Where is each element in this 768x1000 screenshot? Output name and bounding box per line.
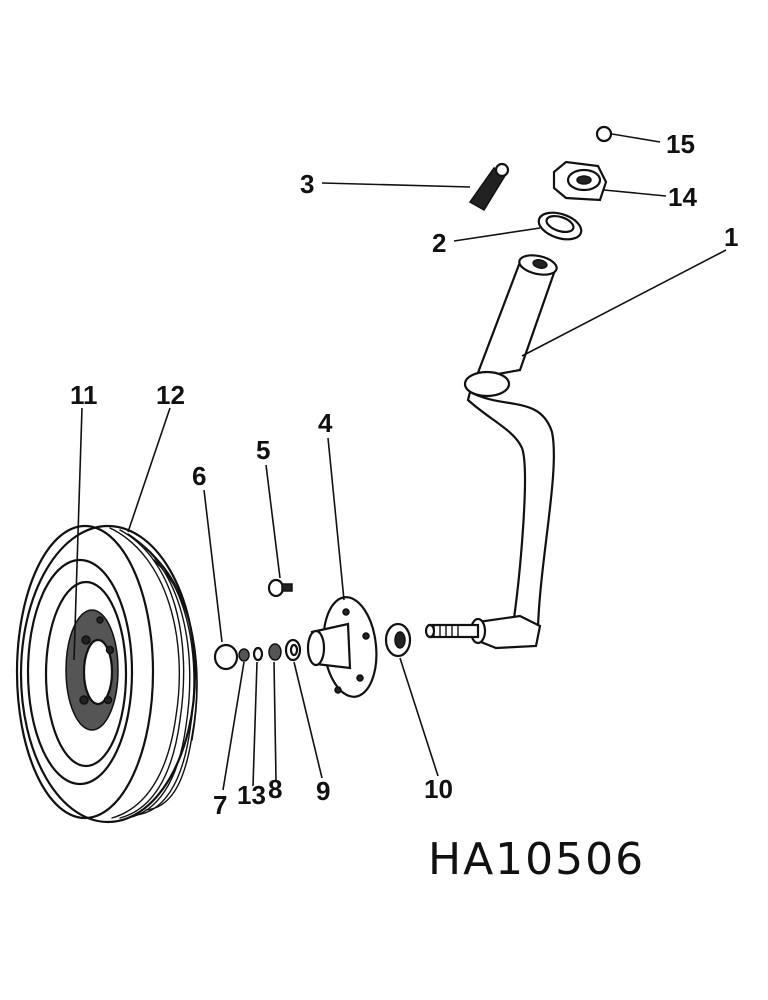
leader-14 xyxy=(603,189,667,197)
callout-15: 15 xyxy=(666,129,695,159)
callout-11: 11 xyxy=(70,380,98,410)
callout-5: 5 xyxy=(256,435,271,465)
wheel-rim-part-11 xyxy=(26,558,134,786)
seal-ring-part-2 xyxy=(537,211,583,241)
leader-5 xyxy=(265,464,281,579)
leader-7 xyxy=(222,661,245,791)
leader-9 xyxy=(293,661,323,779)
leader-3 xyxy=(321,182,471,188)
callout-4: 4 xyxy=(318,408,333,438)
hub-part-4 xyxy=(306,596,378,698)
callout-7: 7 xyxy=(213,790,228,820)
leader-1 xyxy=(521,249,727,357)
bearing-part-10 xyxy=(384,622,412,658)
leader-8 xyxy=(273,661,277,781)
bearing-part-9 xyxy=(284,638,302,662)
fitting-part-3 xyxy=(468,162,510,212)
callout-2: 2 xyxy=(432,228,447,258)
callout-1: 1 xyxy=(724,222,739,252)
drawing-number: HA10506 xyxy=(428,834,646,885)
cotter-part-7 xyxy=(238,648,250,662)
callout-8: 8 xyxy=(268,774,283,804)
nut-part-8 xyxy=(268,643,282,661)
bolt-part-5 xyxy=(267,578,293,598)
callout-10: 10 xyxy=(424,774,453,804)
leader-12 xyxy=(127,407,171,533)
callout-9: 9 xyxy=(316,776,331,806)
leader-2 xyxy=(453,227,541,242)
ball-part-15 xyxy=(595,125,613,143)
callout-12: 12 xyxy=(156,380,185,410)
dust-cap-part-6 xyxy=(213,643,239,671)
nut-part-14 xyxy=(552,160,608,202)
leader-11 xyxy=(73,407,83,661)
callout-6: 6 xyxy=(192,461,207,491)
leader-15 xyxy=(611,133,661,143)
leader-4 xyxy=(327,437,345,601)
washer-part-13 xyxy=(252,646,264,662)
spindle-arm-part-1 xyxy=(424,254,558,650)
callout-3: 3 xyxy=(300,169,315,199)
leader-10 xyxy=(399,657,439,777)
leader-6 xyxy=(203,489,223,643)
callout-14: 14 xyxy=(668,182,697,212)
leader-13 xyxy=(252,661,258,787)
leader-lines xyxy=(73,133,727,791)
callout-13: 13 xyxy=(237,780,266,810)
